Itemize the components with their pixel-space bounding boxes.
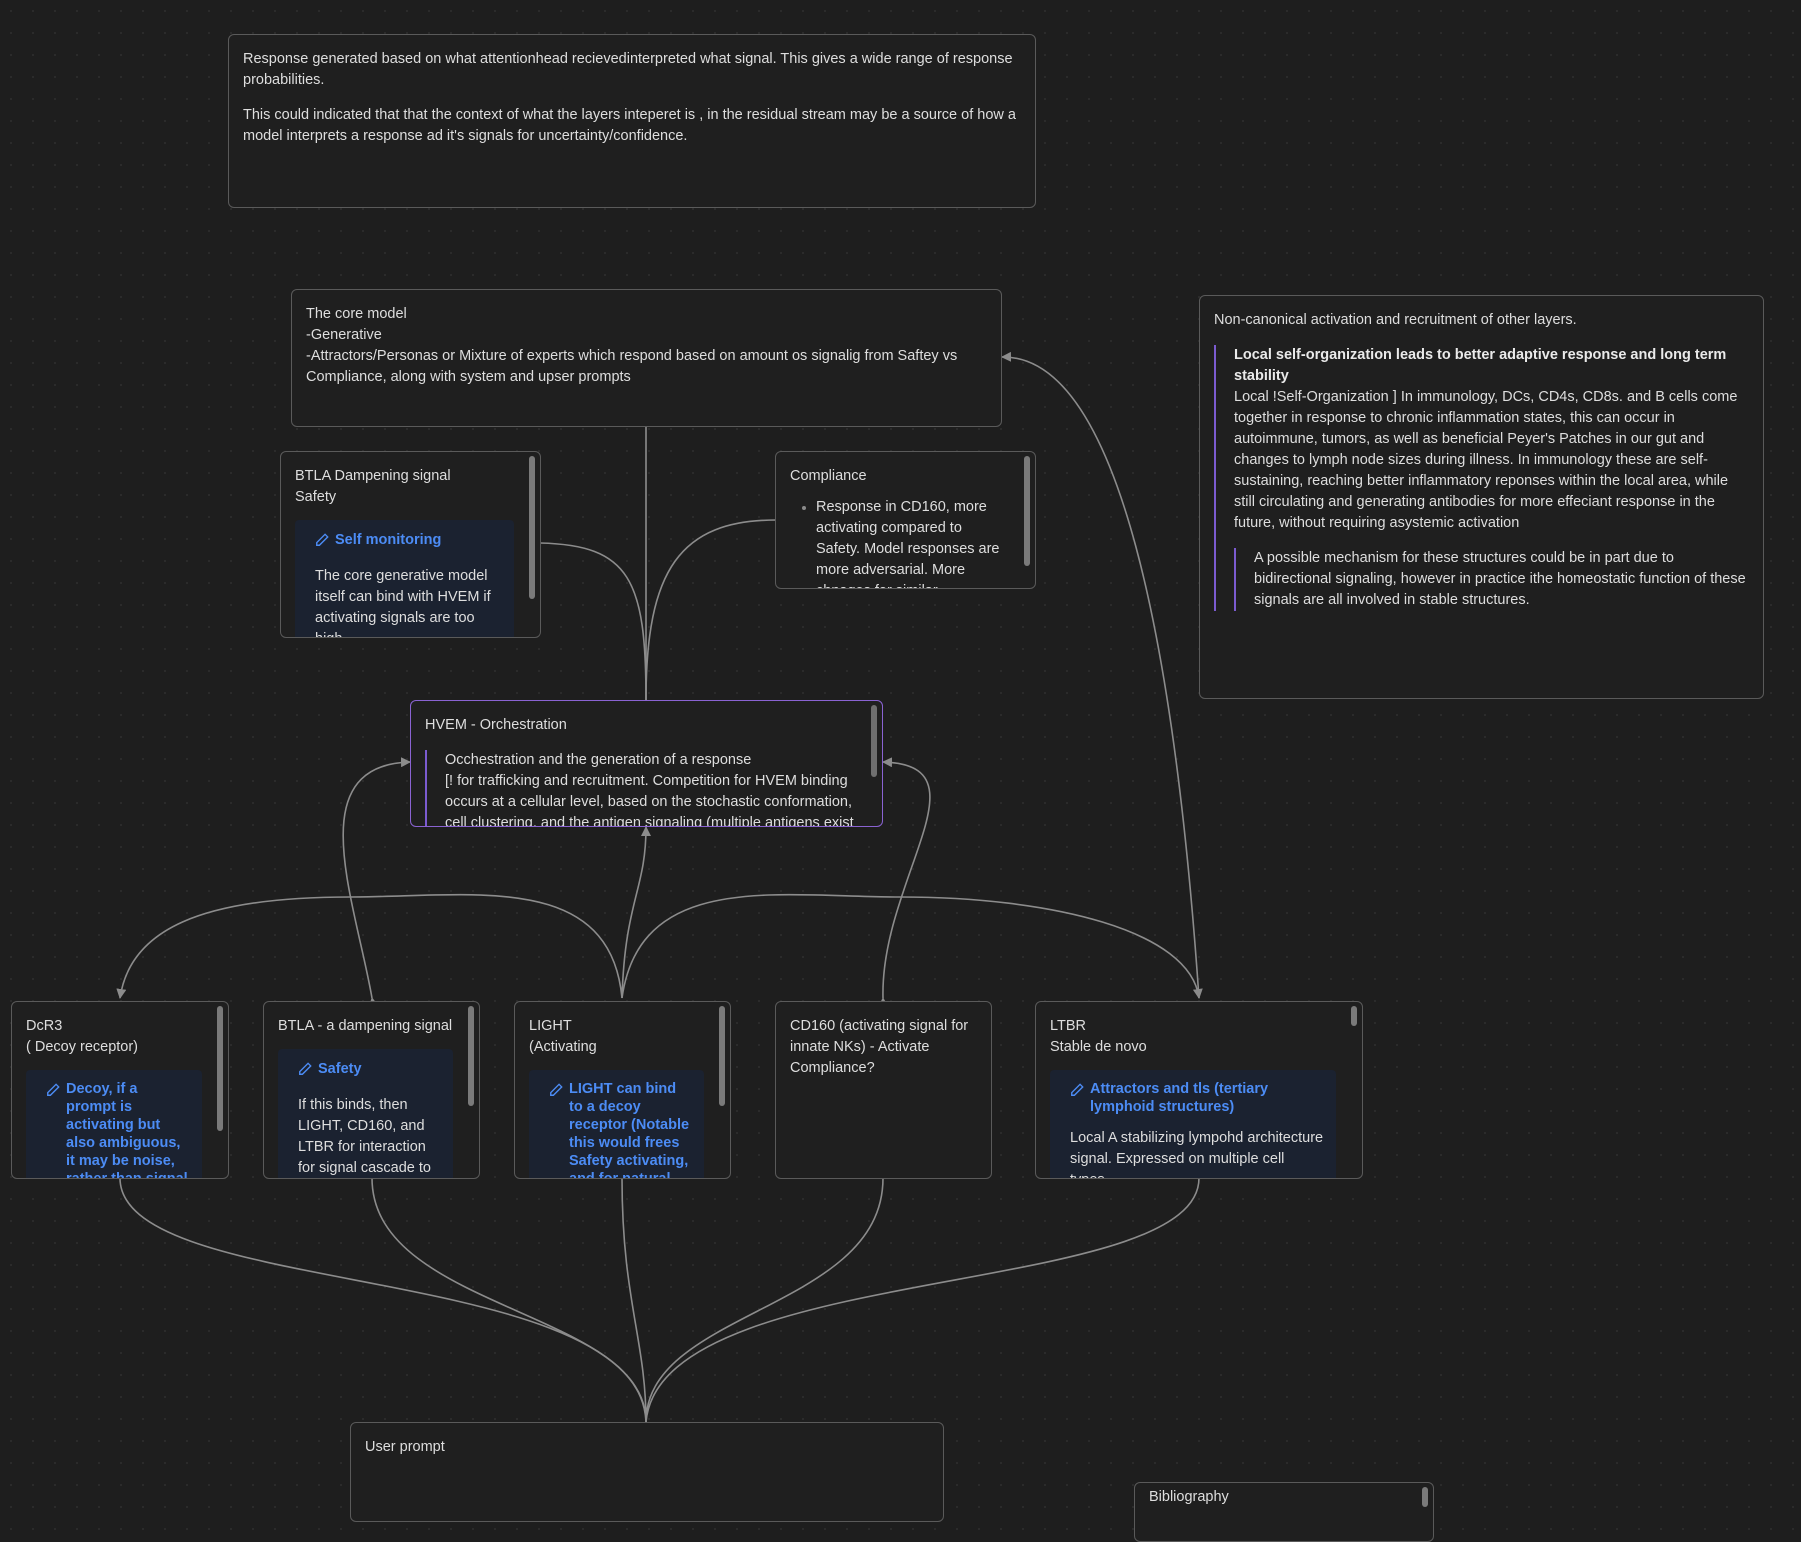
pencil-icon xyxy=(298,1059,312,1083)
callout-body: The core generative model itself can bin… xyxy=(315,568,491,637)
pencil-icon xyxy=(315,530,329,554)
dcr3-title: DcR3 xyxy=(26,1018,63,1034)
connection-edges xyxy=(116,351,1203,1423)
light-title: LIGHT xyxy=(529,1018,572,1034)
hvem-orchestration-card[interactable]: HVEM - Orchestration Occhestration and t… xyxy=(410,700,883,827)
scrollbar[interactable] xyxy=(529,456,535,599)
bibliography-card[interactable]: Bibliography xyxy=(1134,1482,1434,1542)
bibliography-title: Bibliography xyxy=(1149,1489,1229,1505)
compliance-title: Compliance xyxy=(790,468,867,484)
scrollbar[interactable] xyxy=(1422,1487,1428,1507)
nested-quote-text: A possible mechanism for these structure… xyxy=(1254,550,1746,608)
light-callout: LIGHT can bind to a decoy receptor (Nota… xyxy=(529,1070,704,1179)
response-paragraph-1: Response generated based on what attenti… xyxy=(243,51,1013,88)
hvem-quote-body: [! for trafficking and recruitment. Comp… xyxy=(445,773,854,827)
core-model-line-2: -Generative xyxy=(306,327,382,343)
scrollbar[interactable] xyxy=(719,1006,725,1106)
pencil-icon xyxy=(549,1080,563,1102)
edge-btla-dampening-hvem xyxy=(539,542,647,701)
hvem-quote-line-1: Occhestration and the generation of a re… xyxy=(445,752,752,768)
light-card[interactable]: LIGHT (Activating LIGHT can bind to a de… xyxy=(514,1001,731,1179)
edge-cd160-prompt xyxy=(645,1177,884,1423)
dcr3-card[interactable]: DcR3 ( Decoy receptor) Decoy, if a promp… xyxy=(11,1001,229,1179)
edge-cd160-hvem xyxy=(878,757,931,1008)
user-prompt-title: User prompt xyxy=(365,1439,445,1455)
quote-heading: Local self-organization leads to better … xyxy=(1234,347,1727,384)
nested-quote: A possible mechanism for these structure… xyxy=(1234,548,1749,611)
btla-signal-title: BTLA - a dampening signal xyxy=(278,1018,453,1034)
core-model-line-3: -Attractors/Personas or Mixture of exper… xyxy=(306,348,958,385)
btla-dampening-title: BTLA Dampening signal xyxy=(295,468,451,484)
edge-btla-prompt xyxy=(371,1177,647,1423)
compliance-card[interactable]: Compliance Response in CD160, more activ… xyxy=(775,451,1036,589)
hvem-quote: Occhestration and the generation of a re… xyxy=(425,750,856,827)
edge-light-hvem xyxy=(621,826,651,999)
user-prompt-card[interactable]: User prompt xyxy=(350,1422,944,1522)
callout-body: Local A stabilizing lympohd architecture… xyxy=(1070,1130,1324,1178)
self-monitoring-callout: Self monitoring The core generative mode… xyxy=(295,520,514,637)
pencil-icon xyxy=(46,1080,60,1102)
scrollbar[interactable] xyxy=(871,705,877,777)
light-subtitle: (Activating xyxy=(529,1039,597,1055)
ltbr-card[interactable]: LTBR Stable de novo Attractors and tls (… xyxy=(1035,1001,1363,1179)
btla-dampening-card[interactable]: BTLA Dampening signal Safety Self monito… xyxy=(280,451,541,638)
list-item: Response in CD160, more activating compa… xyxy=(802,497,1009,588)
hvem-title: HVEM - Orchestration xyxy=(425,717,567,733)
callout-title: Self monitoring xyxy=(335,532,442,548)
scrollbar[interactable] xyxy=(1024,456,1030,566)
edge-ltbr-prompt xyxy=(645,1177,1200,1423)
edge-compliance-hvem xyxy=(645,519,777,701)
cd160-title: CD160 (activating signal for innate NKs)… xyxy=(790,1018,969,1076)
compliance-list: Response in CD160, more activating compa… xyxy=(790,497,1009,588)
safety-callout: Safety If this binds, then LIGHT, CD160,… xyxy=(278,1049,453,1178)
edge-btla-hvem xyxy=(342,757,411,1008)
edge-dcr3-prompt xyxy=(119,1177,647,1423)
edge-light-ltbr xyxy=(621,893,1203,999)
pencil-icon xyxy=(1070,1080,1084,1102)
callout-title: LIGHT can bind to a decoy receptor (Nota… xyxy=(569,1081,690,1179)
scrollbar[interactable] xyxy=(217,1006,223,1131)
ltbr-subtitle: Stable de novo xyxy=(1050,1039,1147,1055)
response-paragraph-2: This could indicated that that the conte… xyxy=(243,107,1016,144)
self-organization-quote: Local self-organization leads to better … xyxy=(1214,345,1749,611)
cd160-card[interactable]: CD160 (activating signal for innate NKs)… xyxy=(775,1001,992,1179)
response-note-card[interactable]: Response generated based on what attenti… xyxy=(228,34,1036,208)
noncanonical-card[interactable]: Non-canonical activation and recruitment… xyxy=(1199,295,1764,699)
core-model-card[interactable]: The core model -Generative -Attractors/P… xyxy=(291,289,1002,427)
callout-title: Decoy, if a prompt is activating but als… xyxy=(66,1081,188,1179)
edge-ltbr-core xyxy=(1001,351,1200,999)
attractors-callout: Attractors and tls (tertiary lymphoid st… xyxy=(1050,1070,1336,1178)
core-model-title: The core model xyxy=(306,306,407,322)
quote-body: Local !Self-Organization ] In immunology… xyxy=(1234,389,1738,531)
noncanonical-title: Non-canonical activation and recruitment… xyxy=(1214,312,1577,328)
btla-signal-card[interactable]: BTLA - a dampening signal Safety If this… xyxy=(263,1001,480,1179)
ltbr-title: LTBR xyxy=(1050,1018,1086,1034)
callout-title: Safety xyxy=(318,1061,362,1077)
btla-dampening-subtitle: Safety xyxy=(295,489,337,505)
edge-light-dcr3 xyxy=(116,893,623,999)
edge-light-prompt xyxy=(621,1177,647,1423)
scrollbar[interactable] xyxy=(1351,1006,1357,1026)
scrollbar[interactable] xyxy=(468,1006,474,1106)
dcr3-subtitle: ( Decoy receptor) xyxy=(26,1039,139,1055)
decoy-callout: Decoy, if a prompt is activating but als… xyxy=(26,1070,202,1179)
callout-body: If this binds, then LIGHT, CD160, and LT… xyxy=(298,1097,431,1176)
callout-title: Attractors and tls (tertiary lymphoid st… xyxy=(1090,1081,1269,1115)
